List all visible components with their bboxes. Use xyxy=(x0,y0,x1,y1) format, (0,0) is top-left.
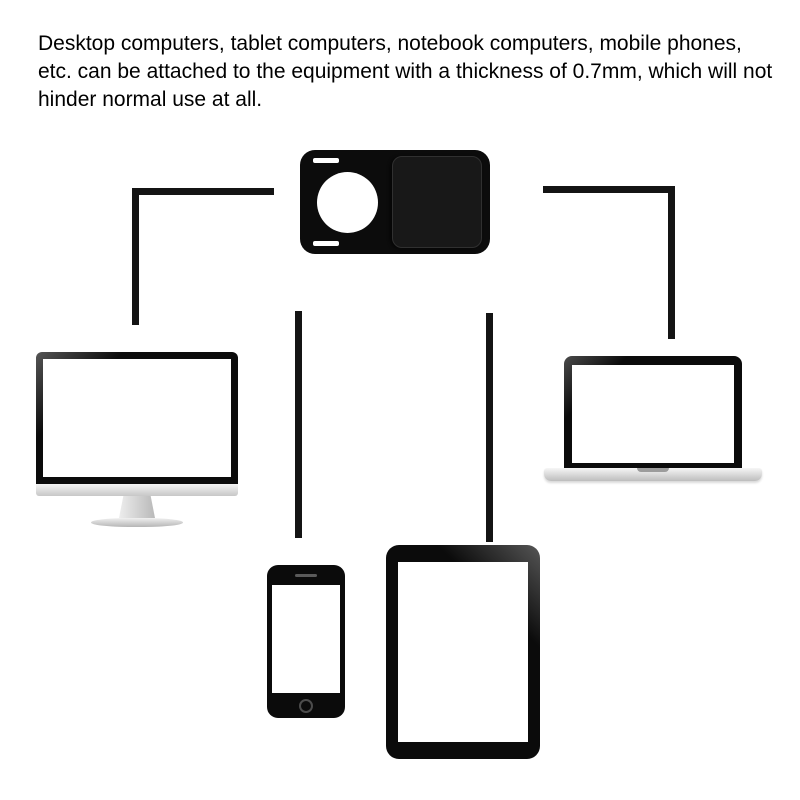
tablet-icon xyxy=(386,545,540,759)
laptop-keyboard-base xyxy=(544,468,762,481)
webcam-cover-icon xyxy=(300,150,490,254)
desktop-monitor-icon xyxy=(36,352,238,527)
cover-notch-bottom xyxy=(313,241,339,246)
monitor-stand-neck xyxy=(119,496,155,518)
monitor-stand-base xyxy=(91,518,183,527)
camera-hole xyxy=(317,172,378,233)
connector-right-vertical xyxy=(668,186,675,339)
laptop-icon xyxy=(544,356,762,481)
connector-tablet-vertical xyxy=(486,313,493,542)
laptop-bezel xyxy=(564,356,742,468)
phone-speaker xyxy=(295,574,317,577)
laptop-screen xyxy=(572,365,734,463)
connector-left-horizontal xyxy=(132,188,274,195)
laptop-base-notch xyxy=(637,468,669,472)
cover-slider xyxy=(392,156,482,248)
cover-notch-top xyxy=(313,158,339,163)
description-text: Desktop computers, tablet computers, not… xyxy=(38,32,773,111)
monitor-bezel xyxy=(36,352,238,484)
smartphone-icon xyxy=(267,565,345,718)
phone-screen xyxy=(272,585,340,693)
monitor-chin xyxy=(36,484,238,496)
connector-right-horizontal xyxy=(543,186,675,193)
connector-phone-vertical xyxy=(295,311,302,538)
tablet-screen xyxy=(398,562,528,742)
phone-home-button xyxy=(299,699,313,713)
monitor-screen xyxy=(43,359,231,477)
connector-left-vertical xyxy=(132,188,139,325)
